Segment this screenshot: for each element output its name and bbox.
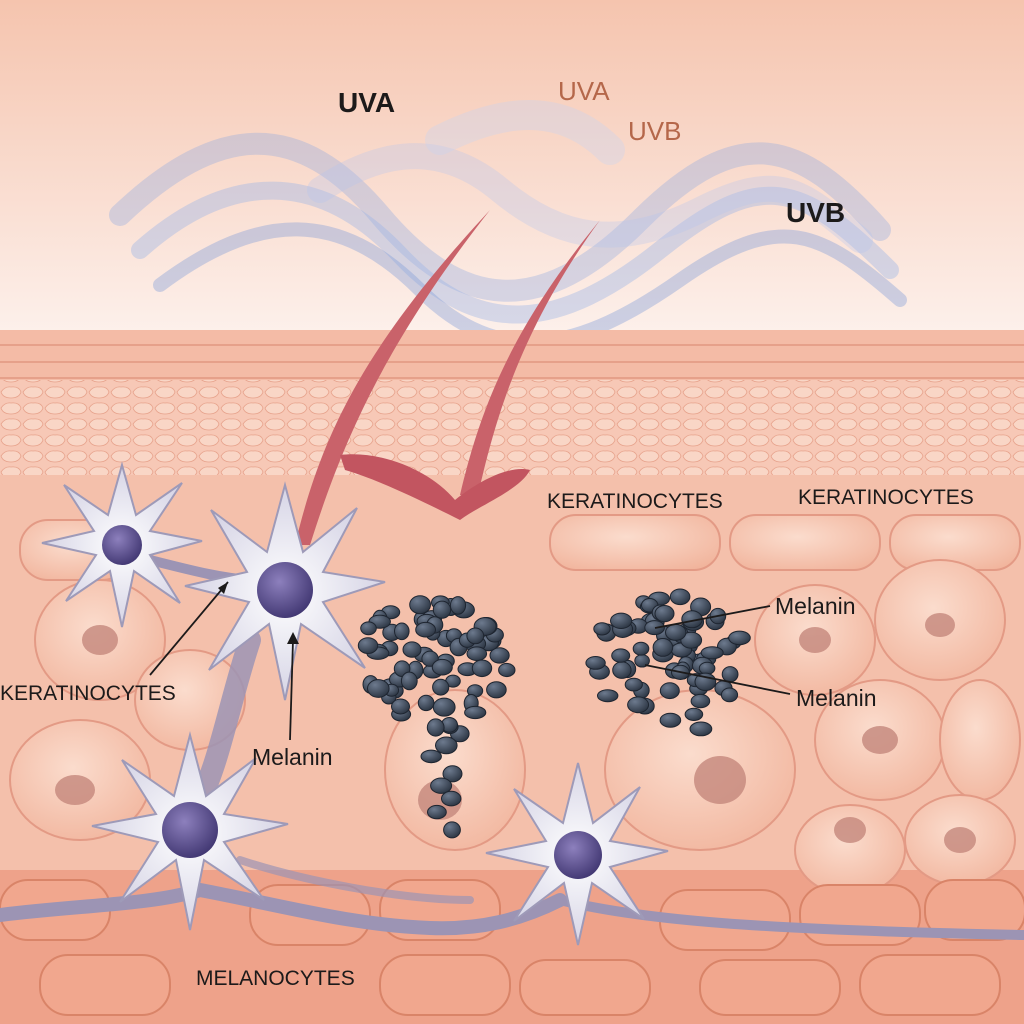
hair-follicles: [295, 210, 600, 545]
melanin-granule: [435, 736, 458, 755]
melanin-granule: [431, 658, 453, 676]
melanin-granule: [432, 697, 456, 717]
leader-keratinocytes-left: [149, 581, 229, 676]
melanin-granule: [612, 661, 632, 679]
melanin-granule: [357, 637, 379, 654]
melanin-granule: [409, 595, 432, 615]
melanin-granule: [420, 749, 442, 764]
basal-cells: [0, 879, 1024, 1016]
label-uva-bold: UVA: [338, 87, 395, 118]
melanin-granule: [689, 721, 713, 737]
label-keratinocytes-left: KERATINOCYTES: [0, 682, 176, 705]
melanin-granule: [466, 646, 488, 662]
label-keratinocytes-right: KERATINOCYTES: [798, 486, 974, 509]
melanin-granule: [466, 627, 485, 645]
melanin-granule: [684, 707, 704, 722]
melanocyte-lower-left: [91, 731, 289, 931]
melanin-granule: [721, 666, 739, 683]
keratinocyte-nuclei: [55, 613, 976, 853]
melanin-granule: [442, 765, 463, 783]
melanin-granule: [427, 804, 447, 820]
melanin-granule: [400, 671, 418, 691]
melanin-granule: [700, 646, 724, 660]
melanin-granule: [391, 698, 410, 715]
uv-wave-1: [109, 132, 891, 302]
leader-melanin-right-bottom: [644, 664, 791, 695]
melanin-granule: [417, 694, 435, 712]
label-keratinocytes-mid: KERATINOCYTES: [547, 490, 723, 513]
melanin-granule: [659, 682, 680, 700]
melanin-granule: [449, 596, 467, 615]
uv-wave-4: [307, 143, 873, 253]
melanin-granule: [443, 821, 461, 839]
melanin-granule: [394, 622, 410, 641]
melanocyte-center: [184, 481, 386, 701]
melanin-granule: [610, 612, 633, 629]
melanin-granule: [498, 662, 516, 678]
melanin-granule: [720, 687, 739, 703]
melanin-granule: [611, 648, 631, 663]
melanin-granule: [464, 705, 487, 720]
melanin-granule: [680, 631, 703, 649]
melanin-granule: [665, 623, 687, 641]
melanin-granule: [432, 600, 452, 619]
leader-arrowheads: [218, 582, 299, 644]
label-melanocytes: MELANOCYTES: [196, 967, 355, 990]
melanin-granule: [415, 621, 437, 638]
leader-lines: [149, 581, 791, 741]
melanin-granule: [430, 777, 453, 794]
label-uvb-light: UVB: [628, 116, 681, 146]
melanin-granule: [585, 656, 606, 670]
melanin-granule: [627, 696, 650, 714]
melanin-granule: [659, 712, 682, 728]
melanocyte-top-left: [41, 461, 203, 628]
melanin-granule: [669, 588, 691, 606]
uv-wave-2: [131, 181, 899, 324]
melanin-granule: [652, 638, 674, 657]
melanin-granule: [432, 678, 450, 696]
hair-left: [295, 210, 490, 545]
label-melanin-right-top: Melanin: [775, 593, 856, 619]
melanin-granule: [597, 689, 619, 703]
melanin-granule: [441, 790, 462, 807]
melanin-granule: [654, 605, 675, 623]
label-melanin-right-bottom: Melanin: [796, 685, 877, 711]
melanin-granule: [367, 679, 390, 698]
sky-background: [0, 0, 1024, 340]
hair-right: [460, 220, 600, 495]
melanin-granule: [402, 641, 422, 658]
melanin-granule: [486, 681, 507, 699]
melanocyte-lower-right: [485, 762, 669, 946]
melanin-cluster-right: [585, 588, 751, 737]
melanin-granule: [728, 630, 751, 646]
melanin-granule: [690, 693, 711, 709]
hair-bulb: [340, 454, 530, 520]
label-melanin-left: Melanin: [252, 744, 333, 770]
melanin-granule: [360, 621, 377, 636]
dendrite-connections: [0, 555, 1024, 940]
melanin-granule: [632, 641, 650, 656]
granular-layer: [0, 380, 1024, 475]
label-uvb-bold: UVB: [786, 197, 845, 228]
melanin-granule: [698, 661, 716, 675]
melanin-granule: [471, 659, 493, 678]
melanin-granule: [489, 647, 510, 664]
label-uva-light: UVA: [558, 76, 610, 106]
melanin-granule: [593, 622, 611, 636]
leader-melanin-right-top: [654, 605, 771, 629]
melanin-granule: [624, 677, 643, 692]
melanin-granule: [644, 620, 665, 636]
leader-melanin-left: [289, 639, 294, 741]
melanin-cluster-left: [357, 595, 516, 839]
melanin-granule: [426, 718, 445, 737]
uv-wave-5: [425, 100, 625, 165]
